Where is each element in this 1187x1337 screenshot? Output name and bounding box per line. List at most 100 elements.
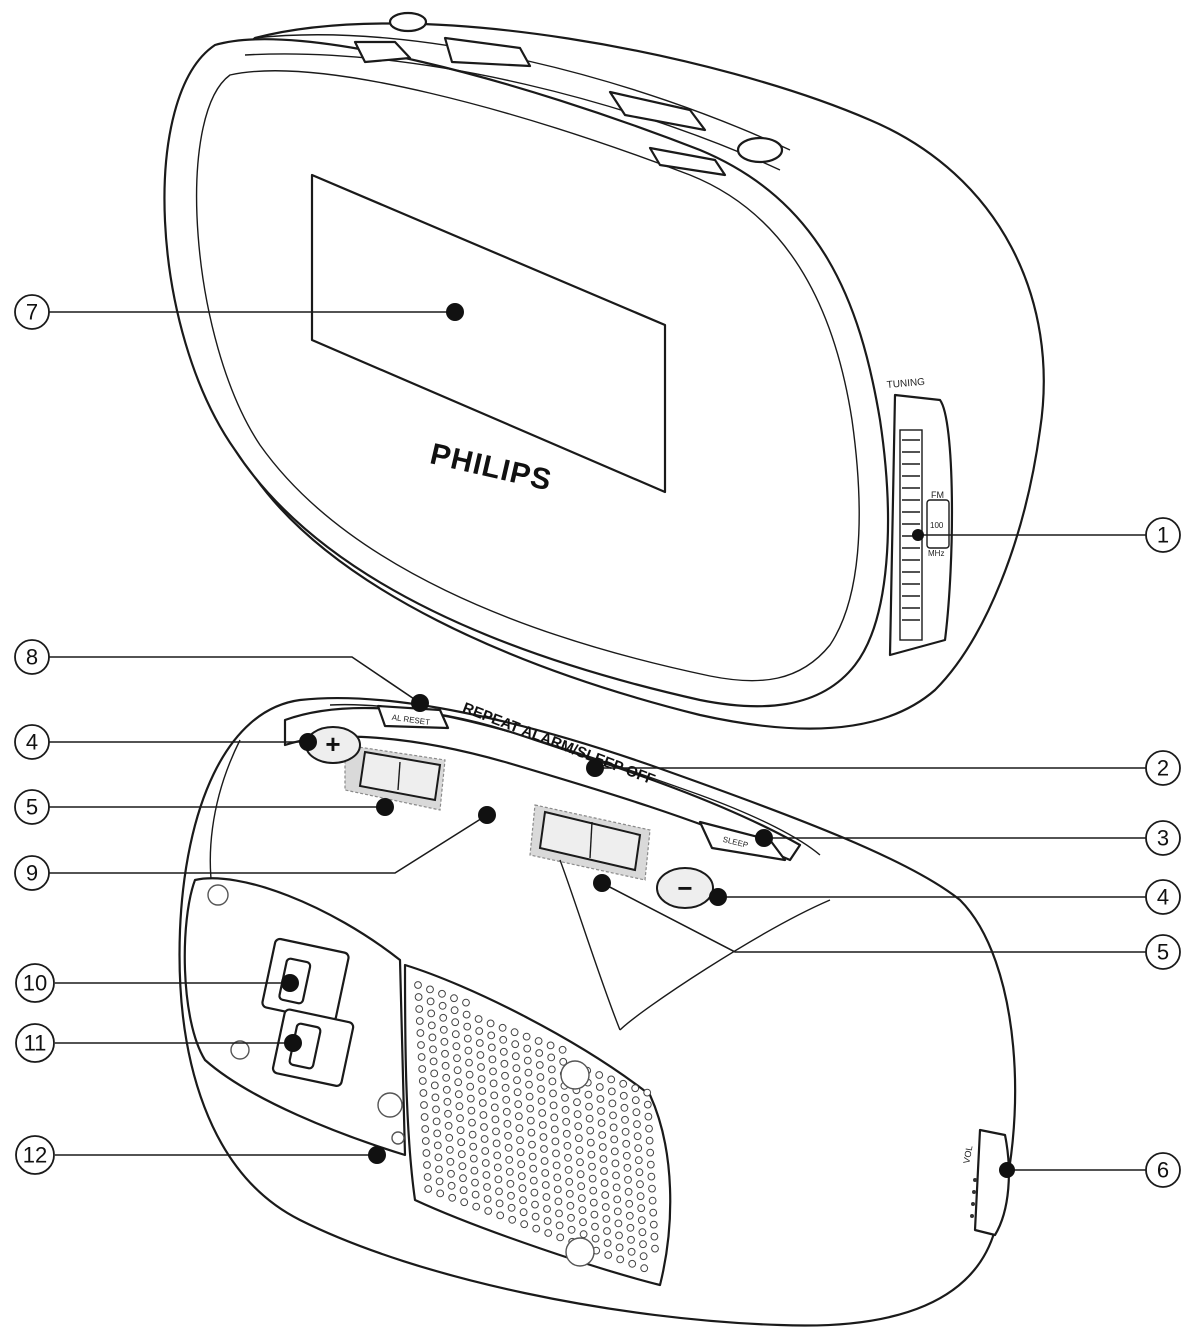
- grill-hole: [421, 1137, 430, 1145]
- grill-hole: [558, 1045, 567, 1054]
- grill-hole: [540, 1145, 548, 1153]
- grill-hole: [573, 1110, 582, 1119]
- grill-hole: [634, 1156, 643, 1165]
- grill-hole: [526, 1116, 535, 1125]
- grill-hole: [505, 1155, 514, 1164]
- grill-hole: [538, 1109, 547, 1117]
- grill-hole: [552, 1161, 561, 1170]
- svg-text:3: 3: [1157, 826, 1169, 851]
- grill-hole: [559, 1057, 568, 1066]
- grill-hole: [624, 1187, 633, 1196]
- grill-hole: [565, 1177, 574, 1186]
- grill-hole: [532, 1224, 541, 1233]
- grill-hole: [447, 1169, 455, 1178]
- plus-symbol: +: [325, 729, 340, 759]
- grill-hole: [622, 1151, 631, 1160]
- grill-hole: [537, 1085, 545, 1093]
- grill-hole: [591, 1222, 599, 1231]
- grill-hole: [603, 1227, 611, 1235]
- grill-hole: [597, 1119, 606, 1127]
- grill-hole: [588, 1174, 597, 1183]
- grill-hole: [561, 1105, 570, 1114]
- grill-hole: [508, 1215, 517, 1224]
- grill-hole: [589, 1198, 598, 1207]
- grill-hole: [504, 1131, 512, 1140]
- grill-hole: [608, 1099, 617, 1108]
- grill-hole: [431, 1093, 440, 1102]
- grill-hole: [531, 1212, 540, 1221]
- alarm-1-button[interactable]: [358, 750, 442, 802]
- grill-hole: [562, 1129, 571, 1138]
- grill-hole: [513, 1088, 522, 1097]
- grill-hole: [513, 1076, 521, 1085]
- grill-hole: [463, 1034, 472, 1043]
- alarm-mode-switch[interactable]: [271, 1008, 355, 1087]
- grill-hole: [562, 1117, 571, 1126]
- grill-hole: [481, 1159, 490, 1167]
- grill-hole: [415, 1005, 424, 1013]
- grill-hole: [435, 1165, 443, 1174]
- grill-hole: [432, 1105, 440, 1114]
- grill-hole: [502, 1107, 511, 1116]
- tuning-label: TUNING: [886, 377, 925, 391]
- callout-4b: 4: [1145, 879, 1181, 915]
- grill-hole: [555, 1209, 563, 1218]
- grill-hole: [633, 1120, 641, 1129]
- grill-hole: [486, 1019, 495, 1028]
- grill-hole: [640, 1264, 649, 1273]
- grill-hole: [601, 1203, 610, 1211]
- grill-hole: [427, 1021, 436, 1030]
- grill-hole: [547, 1065, 556, 1074]
- grill-hole: [450, 1006, 459, 1015]
- callout-1: 1: [1145, 517, 1181, 553]
- grill-hole: [623, 1163, 632, 1172]
- callout-4a: 4: [14, 724, 50, 760]
- grill-hole: [453, 1054, 461, 1063]
- grill-hole: [440, 1037, 449, 1046]
- grill-hole: [441, 1061, 450, 1070]
- grill-hole: [564, 1165, 573, 1174]
- grill-hole: [601, 1191, 610, 1199]
- svg-text:4: 4: [1157, 885, 1169, 910]
- volume-wheel[interactable]: [973, 1128, 1010, 1237]
- grill-hole: [631, 1096, 640, 1105]
- grill-hole: [433, 1141, 442, 1150]
- minus-button[interactable]: −: [656, 867, 714, 909]
- grill-hole: [417, 1041, 425, 1049]
- grill-hole: [645, 1136, 654, 1145]
- grill-hole: [423, 1161, 431, 1169]
- grill-hole: [492, 1127, 500, 1136]
- grill-hole: [448, 1193, 457, 1202]
- grill-hole: [415, 1017, 424, 1025]
- grill-hole: [631, 1084, 640, 1093]
- grill-hole: [526, 1104, 535, 1113]
- grill-hole: [445, 1145, 454, 1154]
- grill-hole: [602, 1215, 611, 1223]
- mode-switch[interactable]: [261, 937, 350, 1023]
- grill-hole: [541, 1169, 550, 1177]
- grill-hole: [447, 1181, 456, 1190]
- grill-hole: [615, 1243, 624, 1252]
- dc-in-socket[interactable]: [391, 1131, 405, 1145]
- volume-label: VOL: [961, 1145, 974, 1164]
- alarm-2-button[interactable]: [538, 810, 642, 872]
- grill-hole: [549, 1089, 557, 1098]
- grill-hole: [600, 1179, 609, 1187]
- grill-hole: [480, 1135, 489, 1143]
- grill-hole: [481, 1147, 490, 1155]
- grill-hole: [459, 1186, 468, 1195]
- grill-hole: [650, 1232, 659, 1241]
- grill-hole: [495, 1187, 503, 1196]
- clock-radio-rear-view: AL RESET SLEEP REPEAT ALARM/SLEEP OFF + …: [178, 697, 1017, 1327]
- grill-hole: [646, 1160, 655, 1169]
- grill-hole: [613, 1195, 622, 1204]
- grill-hole: [552, 1149, 560, 1158]
- grill-hole: [648, 1184, 656, 1193]
- grill-hole: [585, 1102, 593, 1111]
- grill-hole: [517, 1172, 526, 1181]
- grill-hole: [422, 1149, 431, 1157]
- callout-7: 7: [14, 294, 50, 330]
- grill-hole: [551, 1137, 560, 1146]
- grill-hole: [469, 1154, 478, 1163]
